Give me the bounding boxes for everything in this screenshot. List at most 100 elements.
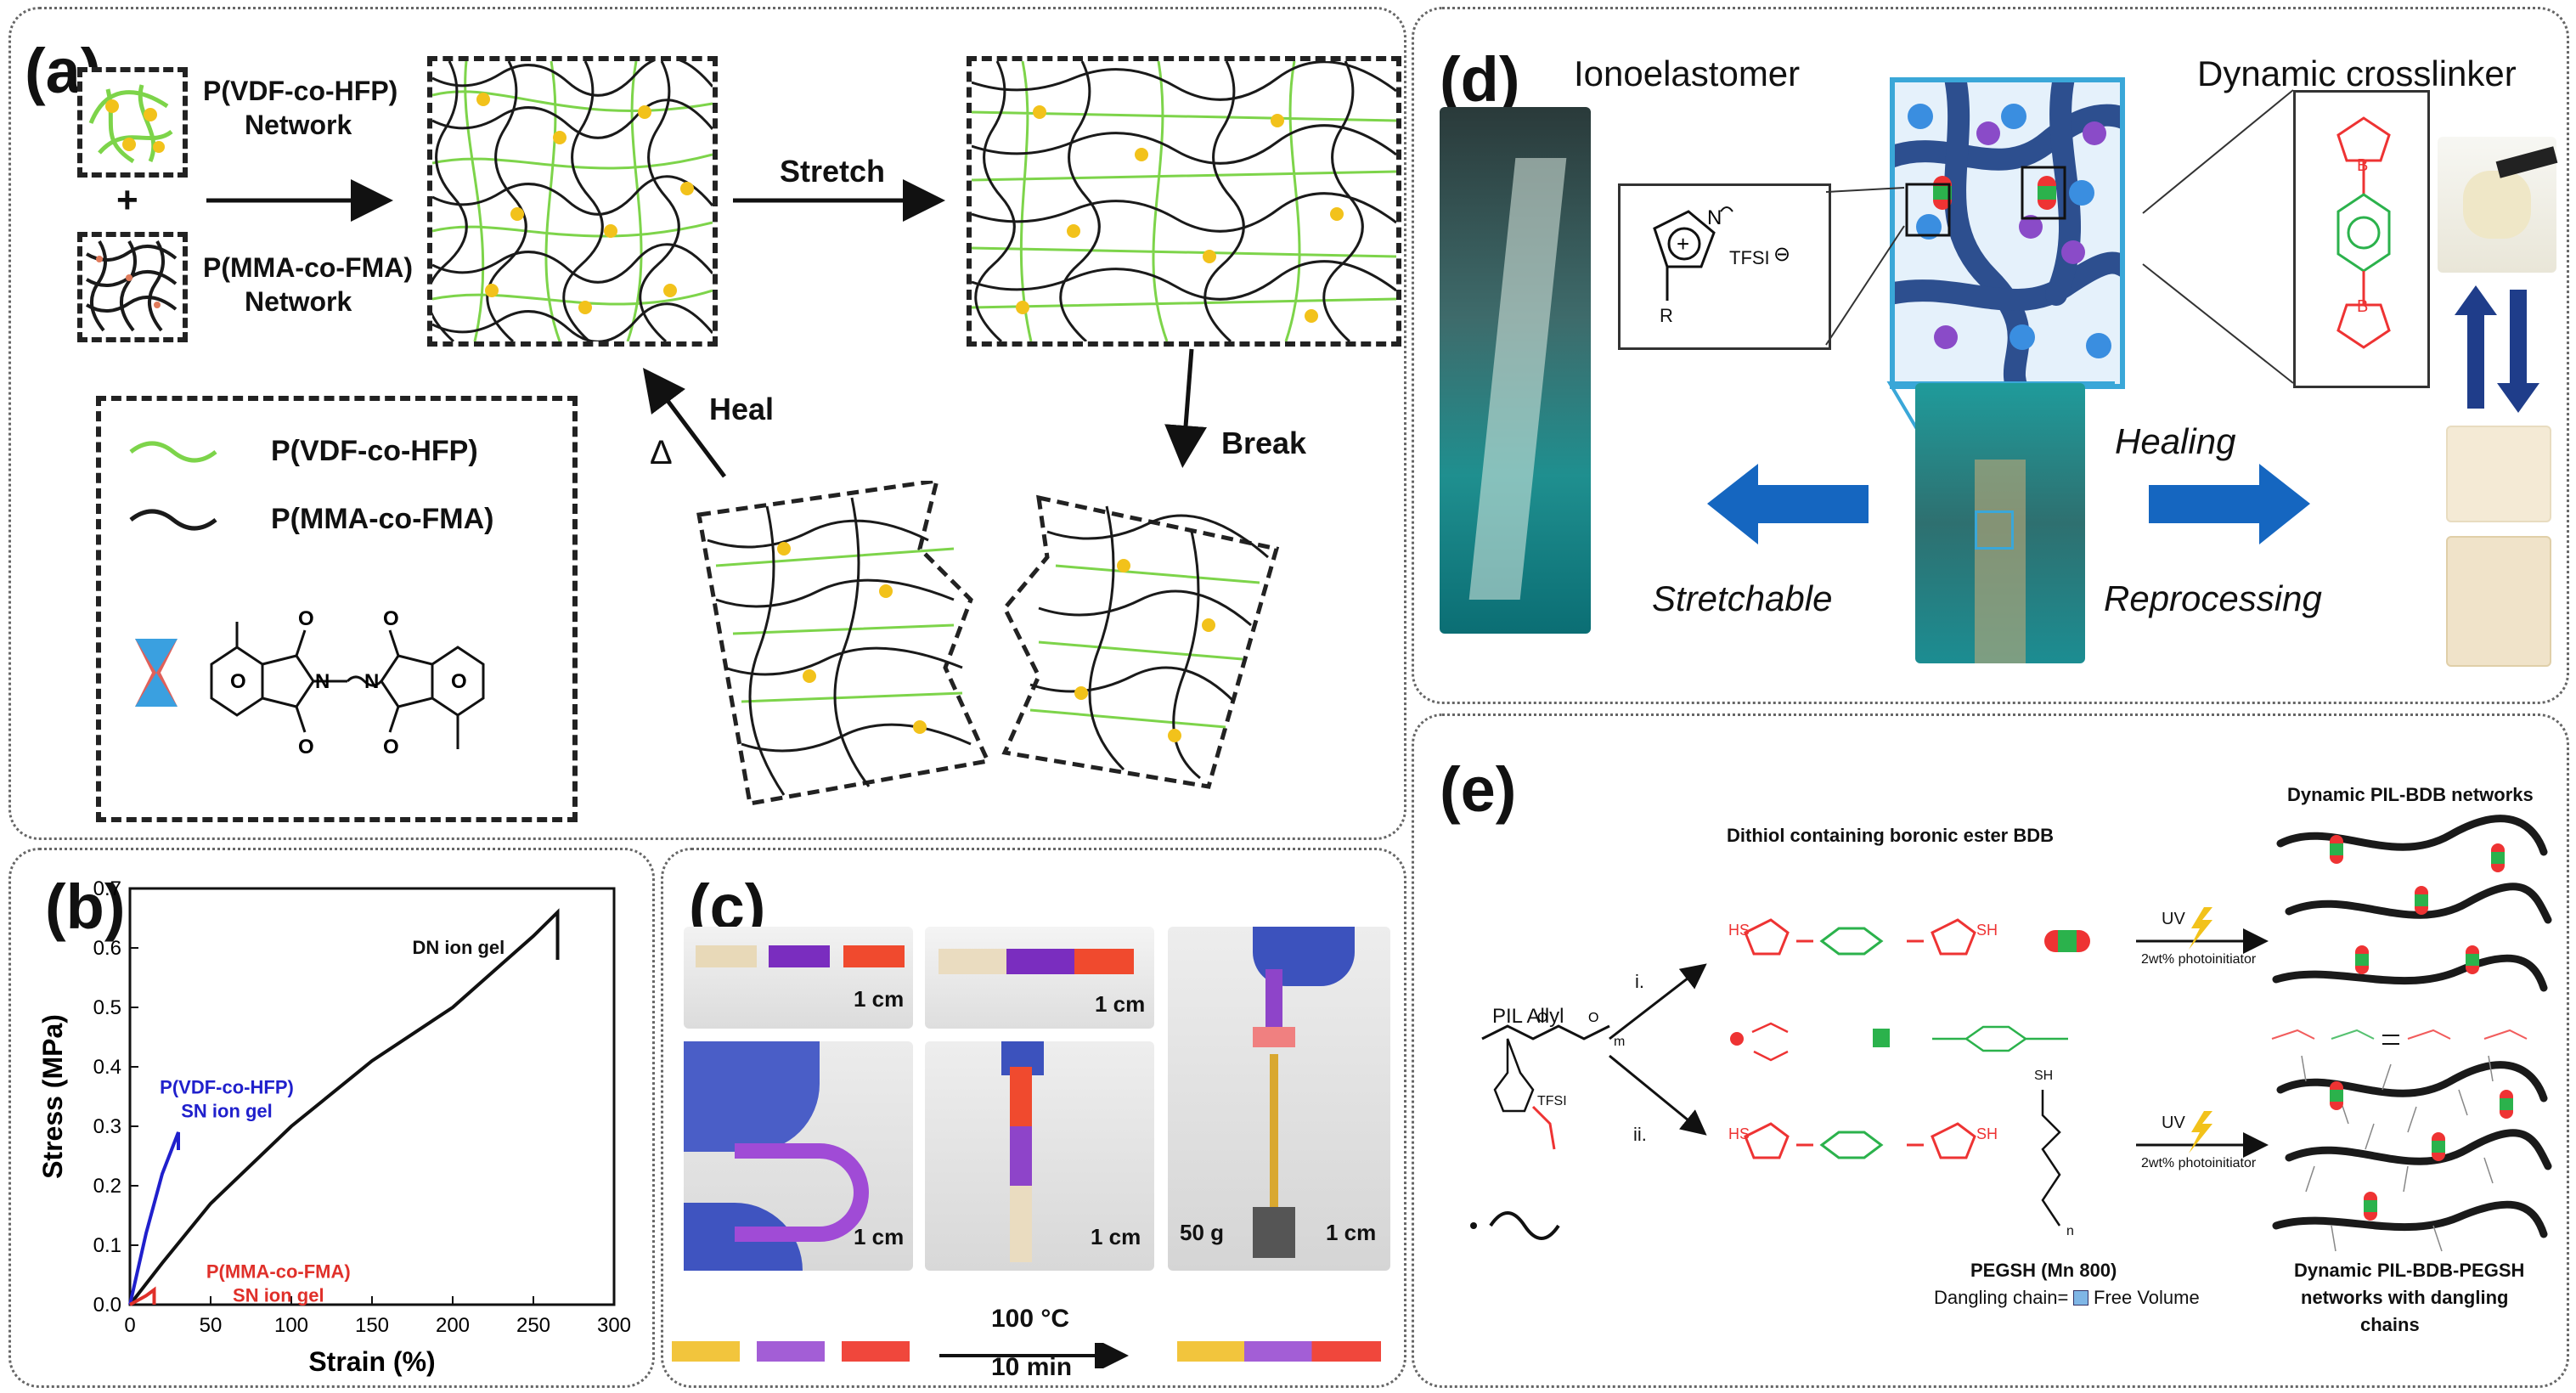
series-annotation: SN ion gel (233, 1285, 324, 1306)
x-tick-label: 250 (516, 1314, 550, 1337)
panel-e-label: (e) (1440, 754, 1517, 825)
pil-bdb-title: Dynamic PIL-BDB networks (2287, 784, 2534, 805)
photoinit-top: 2wt% photoinitiator (2141, 952, 2257, 967)
pil-allyl-label: PIL Allyl (1492, 1005, 1564, 1028)
bottom-network-line3: chains (2360, 1314, 2420, 1335)
svg-text:O: O (298, 607, 314, 630)
panel-d: (d) Ionoelastomer Dynamic crosslinker + … (1412, 7, 2569, 704)
peg-n-label: n (2066, 1224, 2074, 1238)
panel-a-legend: P(VDF-co-HFP) P(MMA-co-FMA) O O O O N N … (96, 396, 578, 822)
ion-network-drawing (1895, 82, 2120, 384)
photoinit-bottom: 2wt% photoinitiator (2141, 1156, 2257, 1170)
svg-text:+: + (1677, 231, 1689, 257)
weight-label: 50 g (1180, 1220, 1225, 1245)
photo-joined-strip: 1 cm (925, 927, 1154, 1029)
net1-label-line2: Network (245, 110, 352, 140)
y-tick-label: 0.0 (93, 1294, 121, 1317)
stretched-network-drawing (971, 60, 1397, 343)
ion-network-schematic (1890, 77, 2125, 389)
temp-label: 100 °C (991, 1305, 1070, 1333)
photo-bent-strip: 1 cm (684, 1041, 913, 1271)
series-annotation: P(MMA-co-FMA) (206, 1261, 351, 1283)
bdb-structure: B B (2336, 116, 2391, 349)
film-photo-2 (2446, 536, 2551, 667)
stretched-network-box (967, 56, 1401, 347)
dangling-label: Dangling chain= (1934, 1287, 2069, 1308)
uv-label-bottom: UV (2162, 1114, 2185, 1132)
healing-arrow (2149, 464, 2310, 544)
broken-network-drawing (696, 481, 1280, 806)
crosslinker-structure: O O O O N N O O (135, 607, 485, 759)
bottom-network-line1: Dynamic PIL-BDB-PEGSH (2294, 1260, 2525, 1281)
svg-text:B: B (2357, 156, 2368, 175)
panel-c: (c) 1 cm 1 cm 1 cm 1 cm 50 g 1 cm (661, 848, 1406, 1388)
y-tick-label: 0.1 (93, 1234, 121, 1257)
strip-joined (1177, 1341, 1381, 1362)
x-tick-label: 0 (124, 1314, 135, 1337)
series-annotation: SN ion gel (181, 1101, 273, 1122)
scale-2: 1 cm (1095, 991, 1146, 1017)
x-tick-label: 50 (200, 1314, 223, 1337)
series-annotation: P(VDF-co-HFP) (160, 1077, 294, 1098)
plus-sign: + (116, 179, 138, 221)
x-tick-label: 100 (274, 1314, 308, 1337)
x-tick-label: 150 (355, 1314, 389, 1337)
crosslinker-structure-box: B B (2293, 90, 2430, 388)
panel-d-label: (d) (1440, 44, 1520, 115)
healing-label: Healing (2115, 421, 2236, 461)
legend-black-label: P(MMA-co-FMA) (271, 503, 494, 535)
panel-a: (a) P(VDF-co-HFP) Network + P(MMA-co-FMA… (8, 7, 1406, 840)
strip-yellow (672, 1341, 740, 1362)
legend-line-glyphs (129, 441, 217, 531)
svg-text:HS: HS (1728, 1125, 1750, 1142)
pil-m-label: m (1614, 1035, 1626, 1049)
series-annotation: DN ion gel (413, 937, 505, 958)
reprocess-arrows (2455, 285, 2539, 413)
ionoelastomer-title: Ionoelastomer (1574, 54, 1801, 93)
dynamic-crosslinker-title: Dynamic crosslinker (2197, 54, 2517, 93)
time-label: 10 min (991, 1353, 1073, 1381)
healed-sample-photo (1915, 383, 2085, 663)
svg-text:HS: HS (1728, 922, 1750, 939)
strip-red (842, 1341, 910, 1362)
scale-4: 1 cm (1091, 1224, 1141, 1249)
net1-label-line1: P(VDF-co-HFP) (203, 76, 398, 106)
r-group-label: R (1660, 305, 1673, 326)
series-line-2 (128, 1131, 180, 1306)
svg-text:O: O (383, 736, 399, 759)
photo-stretched-strip: 1 cm (925, 1041, 1154, 1271)
scale-5: 1 cm (1326, 1220, 1377, 1245)
free-volume-label: Free Volume (2094, 1287, 2200, 1308)
break-label: Break (1221, 426, 1307, 460)
svg-text:O: O (383, 607, 399, 630)
svg-text:N: N (364, 670, 379, 693)
ionoelastomer-photo (1440, 107, 1591, 634)
scale-3: 1 cm (854, 1224, 905, 1249)
panel-e: (e) Dynamic PIL-BDB networks Dithiol con… (1412, 713, 2569, 1388)
scale-1: 1 cm (854, 986, 905, 1012)
dithiol-title: Dithiol containing boronic ester BDB (1727, 825, 2055, 846)
y-tick-label: 0.7 (93, 877, 121, 900)
y-tick-label: 0.2 (93, 1175, 121, 1198)
melted-sample-photo (2438, 137, 2558, 273)
y-tick-label: 0.5 (93, 996, 121, 1019)
svg-text:SH: SH (1976, 1125, 1998, 1142)
panel-a-arrows (206, 179, 1207, 478)
imidazolium-structure: + N ⊖ (1653, 206, 1790, 301)
pil-tfsi-label: TFSI (1537, 1094, 1567, 1108)
cation-structure-box: + N ⊖ R TFSI (1618, 183, 1831, 350)
pmma-network-glyph (85, 240, 178, 332)
net2-label-line2: Network (245, 286, 352, 317)
y-tick-label: 0.4 (93, 1056, 121, 1079)
step-i-label: i. (1635, 971, 1644, 992)
svg-text:O: O (1537, 1011, 1547, 1025)
y-tick-label: 0.6 (93, 937, 121, 960)
anion-label: TFSI (1729, 247, 1770, 268)
svg-text:O: O (1588, 1011, 1598, 1025)
pmma-network-box (77, 232, 188, 342)
heal-label: Heal (709, 392, 775, 426)
photo-weight-test: 50 g 1 cm (1168, 927, 1390, 1271)
series-line-3 (129, 1286, 156, 1306)
svg-text:O: O (298, 736, 314, 759)
